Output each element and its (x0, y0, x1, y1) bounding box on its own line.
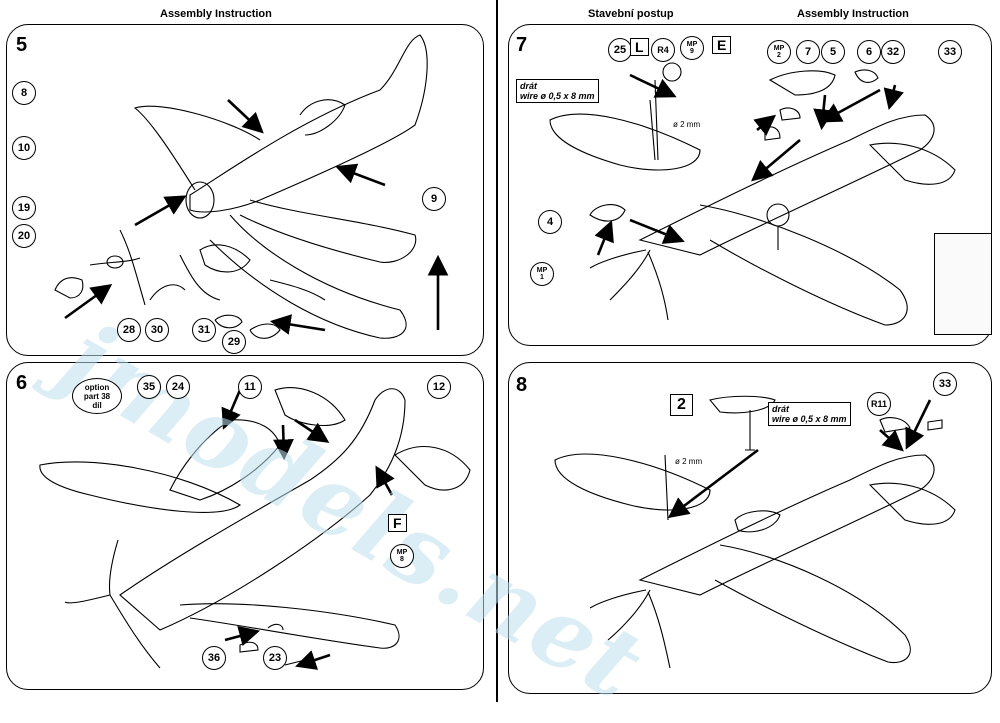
part-callout-32: 32 (881, 40, 905, 64)
panel-5 (6, 24, 484, 356)
part-callout-35: 35 (137, 375, 161, 399)
part-callout-5: 5 (821, 40, 845, 64)
part-callout-28: 28 (117, 318, 141, 342)
step-number-7: 7 (516, 34, 528, 56)
part-callout-10: 10 (12, 136, 36, 160)
part-callout-33-step8: 33 (933, 372, 957, 396)
line-art (39, 34, 956, 670)
box-label-F: F (388, 514, 407, 532)
part-callout-29: 29 (222, 330, 246, 354)
box-label-2: 2 (670, 394, 693, 416)
r4-callout: R4 (651, 38, 675, 62)
r11-callout: R11 (867, 392, 891, 416)
option-line2: part 38 (83, 392, 111, 401)
option-part-badge: option part 38 díl (72, 378, 122, 414)
arrows (64, 73, 932, 670)
diameter-label-8: ø 2 mm (675, 457, 703, 466)
part-callout-12: 12 (427, 375, 451, 399)
option-line1: option (84, 383, 110, 392)
part-callout-33: 33 (938, 40, 962, 64)
part-callout-11: 11 (238, 375, 262, 399)
aircraft-drawing-6 (39, 387, 471, 669)
panel-7 (508, 24, 992, 346)
aircraft-drawing-5 (54, 34, 428, 339)
wire-label-7: drát wire ø 0,5 x 8 mm (516, 79, 599, 103)
part-callout-8: 8 (12, 81, 36, 105)
header-left: Assembly Instruction (160, 8, 272, 20)
part-callout-36: 36 (202, 646, 226, 670)
part-callout-25: 25 (608, 38, 632, 62)
detail-inset (934, 233, 992, 335)
box-label-E: E (712, 36, 732, 54)
aircraft-drawing-7 (549, 62, 956, 326)
aircraft-drawing-8 (554, 395, 956, 669)
page-divider (496, 0, 498, 702)
step-number-8: 8 (516, 374, 528, 396)
part-callout-4: 4 (538, 210, 562, 234)
header-right-en: Assembly Instruction (797, 8, 909, 20)
part-callout-24: 24 (166, 375, 190, 399)
part-callout-23: 23 (263, 646, 287, 670)
step-number-6: 6 (16, 372, 28, 394)
option-part-number: 38 (101, 392, 111, 401)
part-callout-30: 30 (145, 318, 169, 342)
header-right-cz: Stavební postup (588, 8, 674, 20)
box-label-L: L (630, 38, 649, 56)
option-line3: díl (92, 401, 102, 410)
part-callout-20: 20 (12, 224, 36, 248)
diameter-label-7: ø 2 mm (673, 120, 701, 129)
step-number-5: 5 (16, 34, 28, 56)
wire-label-8: drát wire ø 0,5 x 8 mm (768, 402, 851, 426)
part-callout-9: 9 (422, 187, 446, 211)
part-callout-19: 19 (12, 196, 36, 220)
part-callout-31: 31 (192, 318, 216, 342)
part-callout-6: 6 (857, 40, 881, 64)
part-callout-7: 7 (796, 40, 820, 64)
